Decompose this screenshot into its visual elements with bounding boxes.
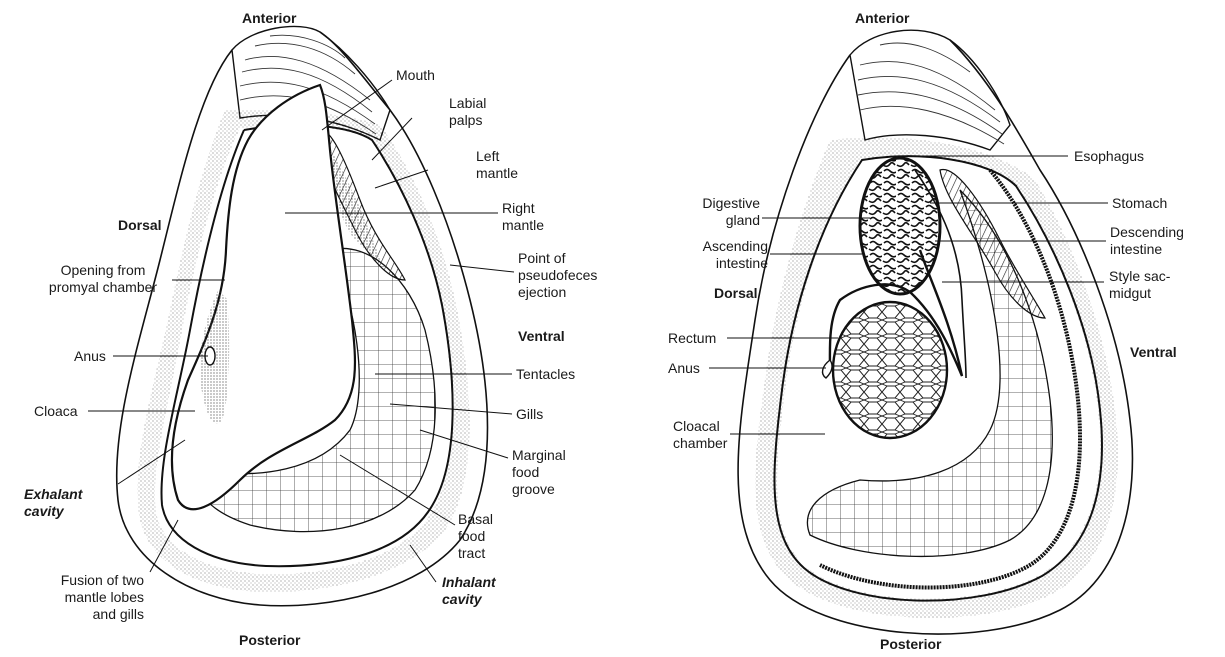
right-posterior-label: Posterior [880,636,941,653]
fusion-label: Fusion of two mantle lobes and gills [30,572,144,623]
marginal-line2: food [512,464,566,481]
cloacal-line2: chamber [673,435,727,452]
ascending-line1: Ascending [650,238,768,255]
right-anterior-label: Anterior [855,10,909,27]
right-anus-shape [823,360,833,378]
basal-food-tract-label: Basal food tract [458,511,493,562]
fusion-line2: mantle lobes [30,589,144,606]
left-visceral-mass [172,85,355,509]
left-mantle-label: Left mantle [476,148,518,182]
ascending-line2: intestine [650,255,768,272]
inhalant-line2: cavity [442,591,496,608]
left-posterior-label: Posterior [239,632,300,649]
left-anterior-label: Anterior [242,10,296,27]
left-mantle-line2: mantle [476,165,518,182]
marginal-line1: Marginal [512,447,566,464]
digestive-gland-label: Digestive gland [660,195,760,229]
left-dorsal-label: Dorsal [118,217,162,234]
esophagus-label: Esophagus [1074,148,1144,165]
cloacal-chamber-label: Cloacal chamber [673,418,727,452]
pseudofeces-line1: Point of [518,250,597,267]
style-sac-line1: Style sac- [1109,268,1170,285]
tentacles-label: Tentacles [516,366,575,383]
fusion-line3: and gills [30,606,144,623]
pseudofeces-label: Point of pseudofeces ejection [518,250,597,301]
rectum-label: Rectum [668,330,716,347]
digestive-line2: gland [660,212,760,229]
fusion-line1: Fusion of two [30,572,144,589]
mouth-label: Mouth [396,67,435,84]
style-sac-label: Style sac- midgut [1109,268,1170,302]
left-anus-label: Anus [74,348,106,365]
pseudofeces-line3: ejection [518,284,597,301]
stomach-label: Stomach [1112,195,1167,212]
style-sac-line2: midgut [1109,285,1170,302]
marginal-food-groove-label: Marginal food groove [512,447,566,498]
right-rectum-mass [833,302,947,438]
exhalant-line1: Exhalant [24,486,82,503]
right-mantle-line1: Right [502,200,544,217]
left-mantle-line1: Left [476,148,518,165]
digestive-line1: Digestive [660,195,760,212]
descending-line2: intestine [1110,241,1184,258]
ascending-intestine-label: Ascending intestine [650,238,768,272]
left-oyster [117,26,488,605]
labial-palps-line1: Labial [449,95,486,112]
exhalant-cavity-label: Exhalant cavity [24,486,82,520]
left-ventral-label: Ventral [518,328,565,345]
gills-label: Gills [516,406,543,423]
right-anus-label: Anus [668,360,700,377]
basal-line3: tract [458,545,493,562]
right-mantle-line2: mantle [502,217,544,234]
descending-line1: Descending [1110,224,1184,241]
right-oyster [738,30,1132,634]
basal-line2: food [458,528,493,545]
inhalant-cavity-label: Inhalant cavity [442,574,496,608]
opening-line2: promyal chamber [36,279,170,296]
right-hinge-umbo [850,30,1010,150]
descending-intestine-label: Descending intestine [1110,224,1184,258]
pseudofeces-line2: pseudofeces [518,267,597,284]
exhalant-line2: cavity [24,503,82,520]
cloacal-line1: Cloacal [673,418,727,435]
right-dorsal-label: Dorsal [714,285,758,302]
cloaca-label: Cloaca [34,403,78,420]
basal-line1: Basal [458,511,493,528]
inhalant-line1: Inhalant [442,574,496,591]
opening-promyal-label: Opening from promyal chamber [36,262,170,296]
labial-palps-line2: palps [449,112,486,129]
marginal-line3: groove [512,481,566,498]
right-mantle-label: Right mantle [502,200,544,234]
opening-line1: Opening from [36,262,170,279]
right-ventral-label: Ventral [1130,344,1177,361]
labial-palps-label: Labial palps [449,95,486,129]
